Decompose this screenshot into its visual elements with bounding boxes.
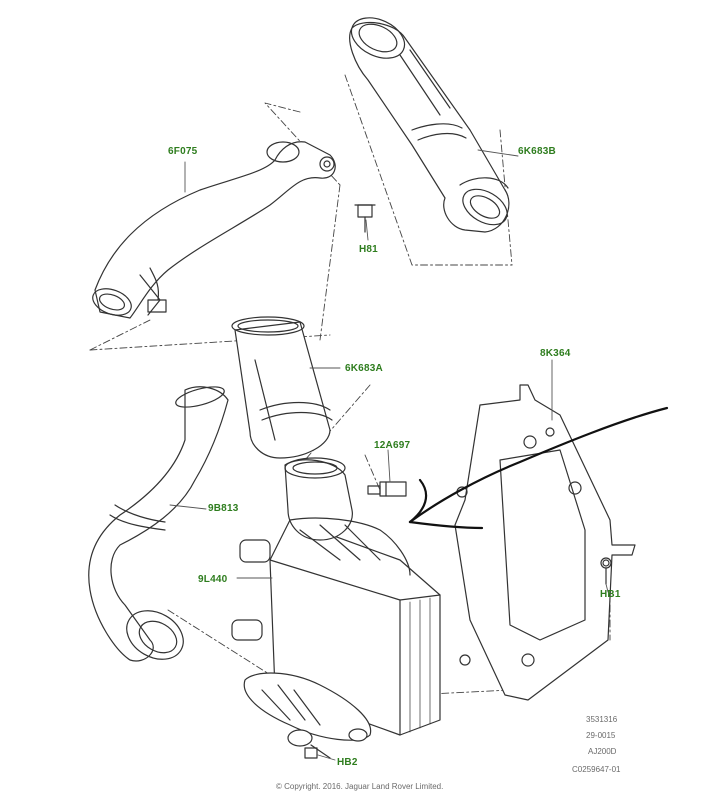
pipe-6f075 bbox=[92, 141, 336, 319]
bolt-h81 bbox=[354, 204, 376, 233]
reference-code: C0259647-01 bbox=[572, 765, 621, 774]
label-9b813: 9B813 bbox=[208, 503, 239, 514]
intercooler-9l440 bbox=[231, 457, 441, 747]
copyright-notice: © Copyright. 2016. Jaguar Land Rover Lim… bbox=[276, 782, 444, 791]
label-hb2: HB2 bbox=[337, 757, 358, 768]
bolt-hb1 bbox=[602, 559, 610, 585]
label-12a697: 12A697 bbox=[374, 440, 411, 451]
label-h81: H81 bbox=[359, 244, 378, 255]
sensor-12a697 bbox=[367, 481, 407, 497]
bracket-8k364 bbox=[454, 384, 636, 701]
reference-date: 29-0015 bbox=[586, 731, 616, 740]
annotation-arrow bbox=[408, 406, 669, 530]
reference-model: AJ200D bbox=[588, 747, 617, 756]
label-9l440: 9L440 bbox=[198, 574, 228, 585]
reference-number: 3531316 bbox=[586, 715, 618, 724]
label-6k683a: 6K683A bbox=[345, 363, 383, 374]
hose-6k683a bbox=[231, 316, 333, 459]
label-6f075: 6F075 bbox=[168, 146, 198, 157]
label-6k683b: 6K683B bbox=[518, 146, 556, 157]
label-8k364: 8K364 bbox=[540, 348, 571, 359]
hose-9b813 bbox=[88, 386, 229, 662]
hose-6k683b bbox=[349, 17, 510, 233]
leader-lines bbox=[169, 149, 609, 761]
label-hb1: HB1 bbox=[600, 589, 621, 600]
bolt-hb2 bbox=[304, 744, 331, 759]
